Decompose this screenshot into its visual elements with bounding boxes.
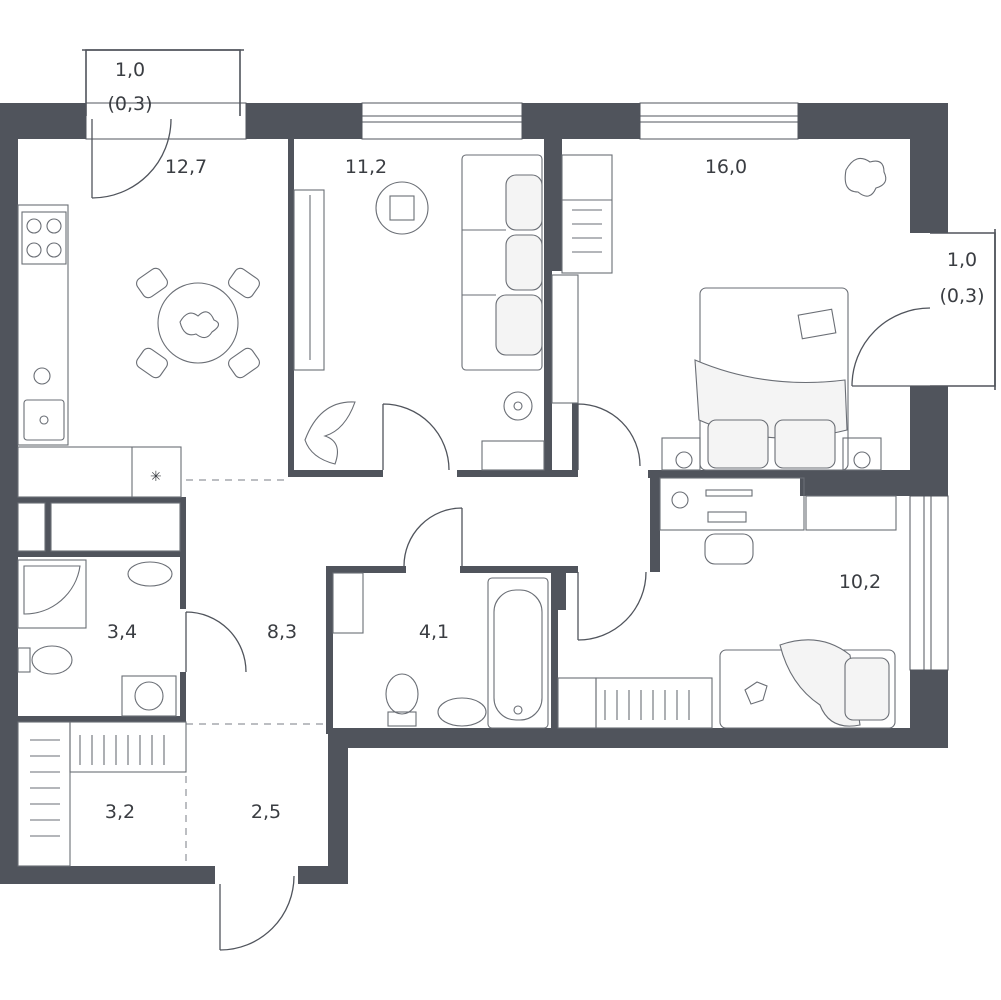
bathroom-area: 4,1 bbox=[419, 621, 449, 643]
windows bbox=[85, 102, 949, 671]
shower-room-fixtures bbox=[17, 502, 181, 717]
hall-area: 8,3 bbox=[267, 621, 297, 643]
living-room-area: 11,2 bbox=[345, 156, 387, 178]
doors bbox=[185, 403, 647, 951]
walls bbox=[0, 103, 948, 884]
bedroom-furniture bbox=[551, 154, 887, 471]
kitchen-area: 12,7 bbox=[165, 156, 207, 178]
shower-room-area: 3,4 bbox=[107, 621, 137, 643]
svg-text:✳: ✳ bbox=[150, 469, 162, 485]
balcony-right-area: 1,0 bbox=[947, 249, 977, 271]
area-labels: 1,0 (0,3) 12,7 11,2 16,0 1,0 (0,3) 10,2 … bbox=[105, 59, 985, 823]
partitions bbox=[18, 139, 660, 734]
bathroom-fixtures bbox=[332, 572, 549, 729]
balcony-top-left bbox=[82, 49, 244, 199]
balcony-right-net-area: (0,3) bbox=[939, 285, 984, 307]
wardrobe-area: 3,2 bbox=[105, 801, 135, 823]
bedroom-area: 16,0 bbox=[705, 156, 747, 178]
wardrobe-fixtures bbox=[17, 721, 187, 867]
balcony-left-net-area: (0,3) bbox=[107, 93, 152, 115]
living-room-furniture bbox=[293, 154, 545, 471]
child-room-area: 10,2 bbox=[839, 571, 881, 593]
balcony-right bbox=[851, 229, 996, 390]
entrance-area: 2,5 bbox=[251, 801, 281, 823]
kitchen-furniture: ✳ bbox=[17, 204, 260, 498]
child-room-furniture bbox=[557, 477, 897, 729]
balcony-left-area: 1,0 bbox=[115, 59, 145, 81]
